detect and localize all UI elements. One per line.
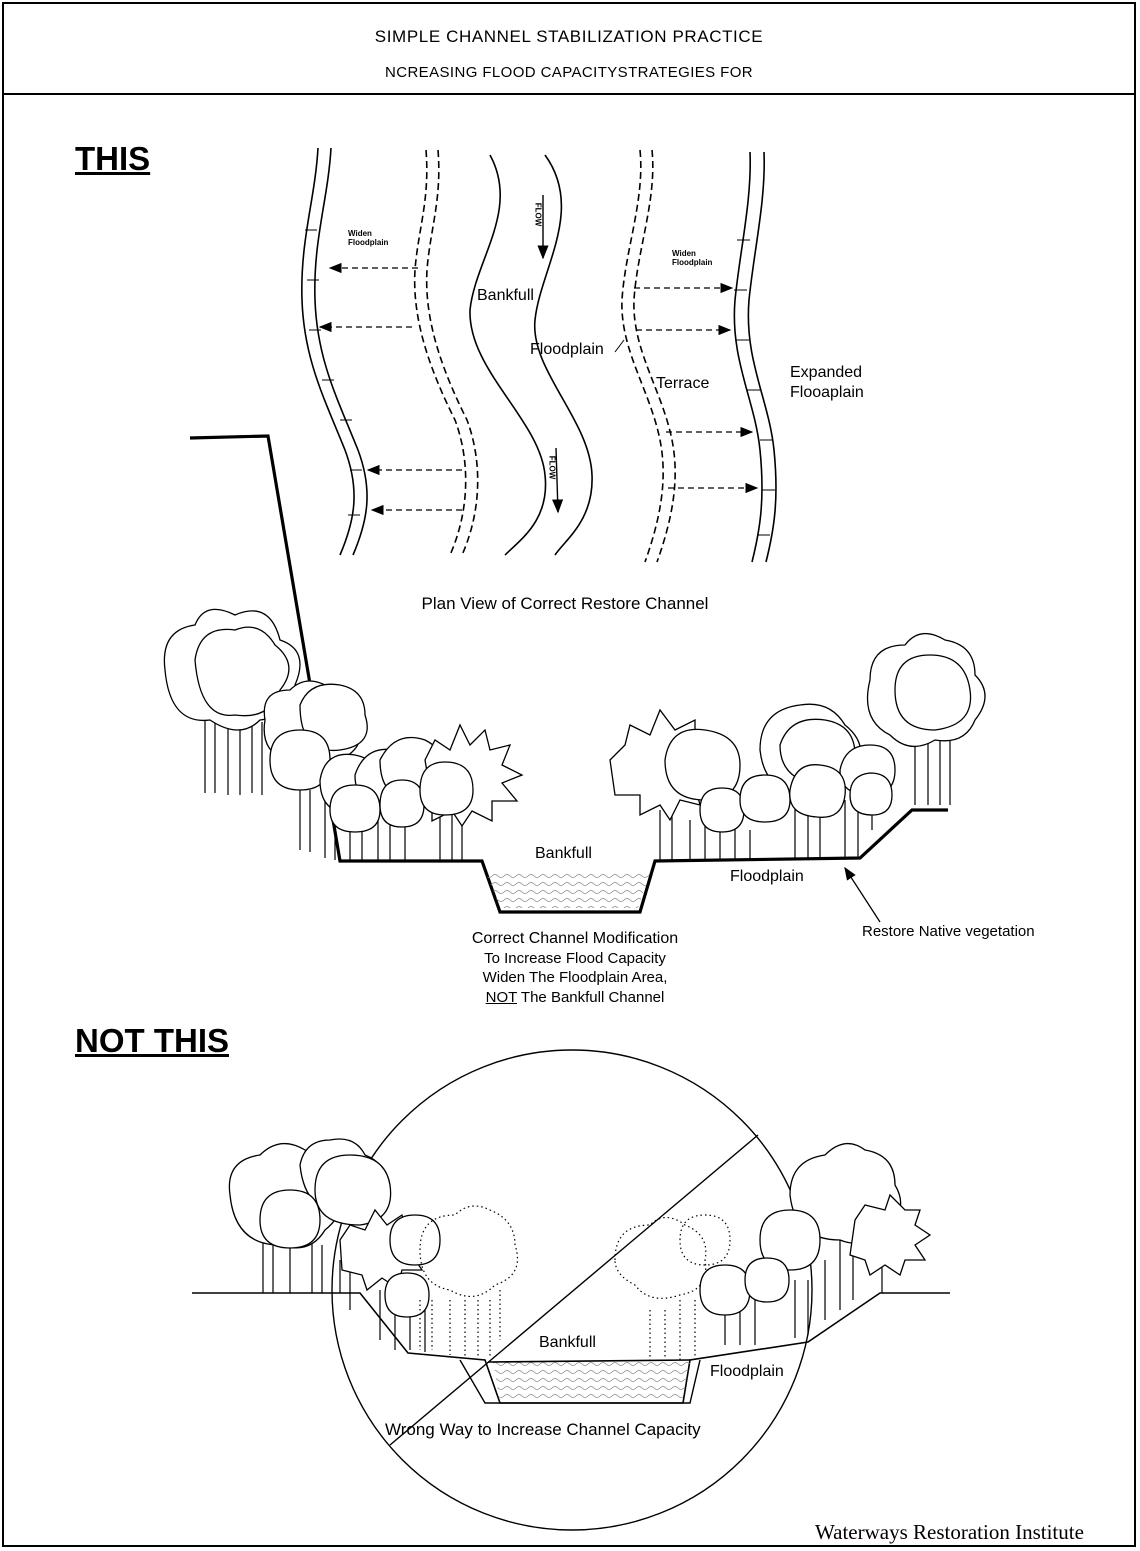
correct-caption-rest: The Bankfull Channel bbox=[517, 989, 664, 1006]
trees-wrong-right bbox=[700, 1144, 930, 1345]
flow-label-bottom: FLOW bbox=[547, 456, 556, 480]
correct-caption-4: NOT The Bankfull Channel bbox=[380, 989, 770, 1006]
widen-floodplain-label-right: Widen Floodplain bbox=[672, 249, 712, 267]
trees-correct-left bbox=[164, 609, 522, 860]
plan-view-caption: Plan View of Correct Restore Channel bbox=[330, 594, 800, 614]
correct-caption-1: Correct Channel Modification bbox=[380, 930, 770, 948]
plan-expanded-label-2: Flooaplain bbox=[790, 384, 864, 402]
trees-correct-right bbox=[610, 634, 985, 862]
widen-floodplain-label-left: Widen Floodplain bbox=[348, 229, 388, 247]
correct-bankfull-label: Bankfull bbox=[535, 845, 592, 863]
flow-label-top: FLOW bbox=[533, 203, 542, 227]
plan-bankfull-label: Bankfull bbox=[477, 287, 534, 305]
correct-caption-not: NOT bbox=[486, 989, 517, 1006]
wrong-caption: Wrong Way to Increase Channel Capacity bbox=[385, 1420, 701, 1440]
restore-vegetation-label: Restore Native vegetation bbox=[862, 923, 1035, 940]
plan-floodplain-label: Floodplain bbox=[530, 341, 604, 359]
correct-floodplain-label: Floodplain bbox=[730, 868, 804, 886]
correct-caption-3: Widen The Floodplain Area, bbox=[380, 969, 770, 986]
wrong-floodplain-label: Floodplain bbox=[710, 1363, 784, 1381]
wrong-section bbox=[192, 1050, 950, 1530]
correct-caption-2: To Increase Flood Capacity bbox=[380, 950, 770, 967]
wrong-bankfull-label: Bankfull bbox=[539, 1334, 596, 1352]
plan-expanded-label-1: Expanded bbox=[790, 364, 862, 382]
trees-wrong-left bbox=[229, 1139, 440, 1352]
credit-text: Waterways Restoration Institute bbox=[815, 1520, 1084, 1545]
plan-terrace-label: Terrace bbox=[656, 375, 709, 393]
